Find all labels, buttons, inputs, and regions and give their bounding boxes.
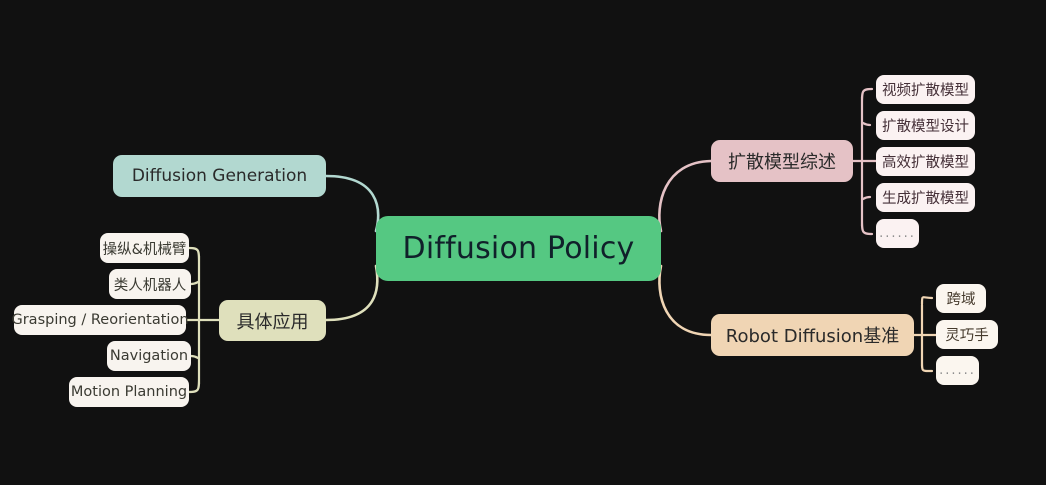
leaf-node-manipulation-arm[interactable]: 操纵&机械臂: [100, 233, 189, 263]
leaf-label: Grasping / Reorientation: [11, 312, 189, 328]
leaf-label: 灵巧手: [945, 328, 989, 344]
leaf-node-motion-planning[interactable]: Motion Planning: [69, 377, 189, 407]
branch-label-diffusion-model-survey: 扩散模型综述: [728, 152, 836, 173]
leaf-label: 类人机器人: [113, 277, 187, 294]
leaf-node-benchmark-more[interactable]: ......: [936, 356, 979, 385]
link-root-robot-diffusion-benchmark: [658, 264, 713, 337]
branch-label-diffusion-generation: Diffusion Generation: [131, 166, 308, 186]
root-node-diffusion-policy[interactable]: Diffusion Policy: [376, 216, 661, 281]
leaf-node-generative-diffusion-model[interactable]: 生成扩散模型: [876, 183, 975, 212]
leaf-label: ......: [879, 226, 916, 241]
leaf-node-survey-more[interactable]: ......: [876, 219, 919, 248]
leaf-node-cross-domain[interactable]: 跨域: [936, 284, 986, 313]
leaf-label: 高效扩散模型: [882, 155, 969, 171]
link-root-diffusion-model-survey: [658, 159, 713, 233]
branch-node-concrete-applications[interactable]: 具体应用: [219, 300, 326, 341]
leaf-node-video-diffusion-model[interactable]: 视频扩散模型: [876, 75, 975, 104]
branch-node-diffusion-model-survey[interactable]: 扩散模型综述: [711, 140, 853, 182]
branch-node-robot-diffusion-benchmark[interactable]: Robot Diffusion基准: [711, 314, 914, 356]
leaf-node-efficient-diffusion-model[interactable]: 高效扩散模型: [876, 147, 975, 176]
branch-node-diffusion-generation[interactable]: Diffusion Generation: [113, 155, 326, 197]
leaf-label: 操纵&机械臂: [102, 241, 187, 258]
leaf-label: 视频扩散模型: [882, 83, 969, 99]
leaf-label: 扩散模型设计: [882, 119, 969, 135]
leaf-label: Navigation: [109, 348, 189, 364]
branch-label-concrete-applications: 具体应用: [236, 311, 309, 333]
leaf-node-navigation[interactable]: Navigation: [107, 341, 191, 371]
link-root-diffusion-generation: [324, 174, 380, 233]
leaf-label: Motion Planning: [70, 384, 188, 400]
branch-label-robot-diffusion-benchmark: Robot Diffusion基准: [725, 326, 900, 347]
link-concrete-applications-comb: [184, 246, 221, 394]
link-diffusion-model-survey-comb: [851, 87, 878, 236]
leaf-node-humanoid-robot[interactable]: 类人机器人: [109, 269, 191, 299]
leaf-node-grasping-reorientation[interactable]: Grasping / Reorientation: [11, 305, 189, 335]
leaf-label: ......: [939, 363, 976, 378]
leaf-label: 生成扩散模型: [882, 191, 969, 207]
root-node-label: Diffusion Policy: [402, 231, 635, 266]
leaf-node-diffusion-model-design[interactable]: 扩散模型设计: [876, 111, 975, 140]
leaf-label: 跨域: [946, 292, 976, 308]
link-root-concrete-applications: [324, 264, 379, 322]
link-robot-diffusion-benchmark-comb: [912, 296, 938, 373]
leaf-node-dexterous-hand[interactable]: 灵巧手: [936, 320, 998, 349]
